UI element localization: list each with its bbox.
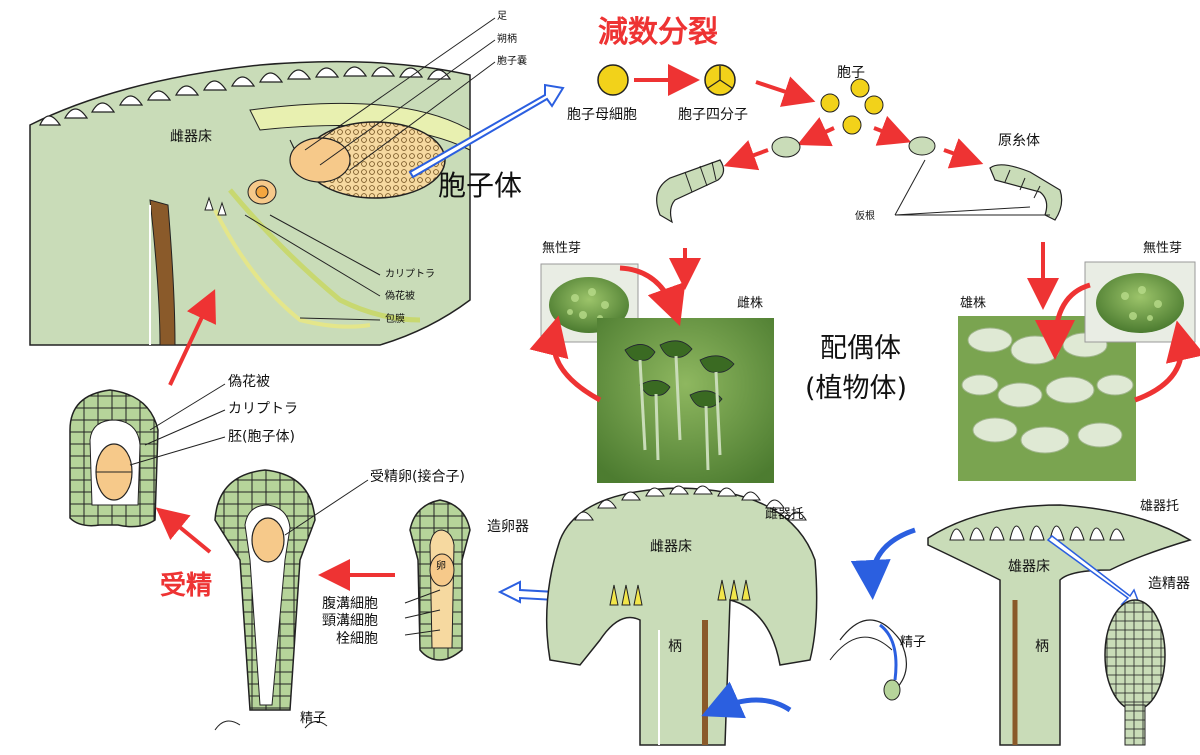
female-stalk-label: 柄 — [668, 640, 682, 654]
ventral-canal-cell-label: 腹溝細胞 — [322, 597, 378, 611]
male-antheridiophore — [928, 505, 1190, 745]
male-stalk-label: 柄 — [1035, 640, 1049, 654]
female-archegoniophore — [547, 486, 817, 745]
archegoniophore-label: 雌器托 — [765, 508, 804, 521]
rhizoid-label: 仮根 — [855, 212, 875, 222]
sperm-label-bottom: 精子 — [300, 712, 326, 725]
sporophyte-label: 胞子体 — [438, 172, 522, 200]
gemmae-label-right: 無性芽 — [1143, 242, 1182, 255]
meiosis-spore-section — [598, 65, 1062, 298]
foot-label: 足 — [497, 12, 507, 22]
disc-label-top: 雌器床 — [170, 130, 212, 144]
spore-label: 胞子 — [837, 66, 865, 80]
spore-mother-cell-label: 胞子母細胞 — [567, 108, 637, 122]
cover-cell-label: 栓細胞 — [336, 632, 378, 646]
protonema-label: 原糸体 — [998, 134, 1040, 148]
antheridiophore-label: 雄器托 — [1140, 500, 1179, 513]
seta-label: 朔柄 — [497, 35, 517, 45]
pseudoperianth-label-top: 偽花被 — [385, 292, 415, 302]
antheridium-label: 造精器 — [1148, 577, 1190, 591]
involucre-label: 包膜 — [385, 315, 405, 325]
male-plant-label: 雄株 — [960, 297, 986, 310]
male-disc-label: 雄器床 — [1008, 560, 1050, 574]
egg-label: 卵 — [436, 562, 446, 572]
calyptra-label-top: カリプトラ — [385, 270, 435, 280]
capsule-label: 胞子嚢 — [497, 57, 527, 67]
gemmae-cup-photo-right — [1085, 262, 1195, 342]
pseudoperianth-label: 偽花被 — [228, 375, 270, 389]
zygote-label: 受精卵(接合子) — [370, 470, 465, 484]
embryo-label: 胚(胞子体) — [228, 430, 295, 444]
female-plant-label: 雌株 — [737, 297, 763, 310]
spore-tetrad-label: 胞子四分子 — [678, 108, 748, 122]
gametophyte-sublabel: (植物体) — [805, 375, 907, 402]
meiosis-label: 減数分裂 — [598, 18, 718, 48]
gemmae-label-left: 無性芽 — [542, 242, 581, 255]
sperm-label: 精子 — [900, 636, 926, 649]
fertilization-label: 受精 — [160, 573, 212, 599]
archegonium-label: 造卵器 — [487, 520, 529, 534]
neck-canal-cell-label: 頸溝細胞 — [322, 614, 378, 628]
gametophyte-label: 配偶体 — [820, 335, 901, 362]
sperm-cell — [830, 530, 915, 700]
female-plant-photo — [597, 318, 774, 483]
female-disc-label: 雌器床 — [650, 540, 692, 554]
calyptra-label: カリプトラ — [228, 402, 298, 416]
